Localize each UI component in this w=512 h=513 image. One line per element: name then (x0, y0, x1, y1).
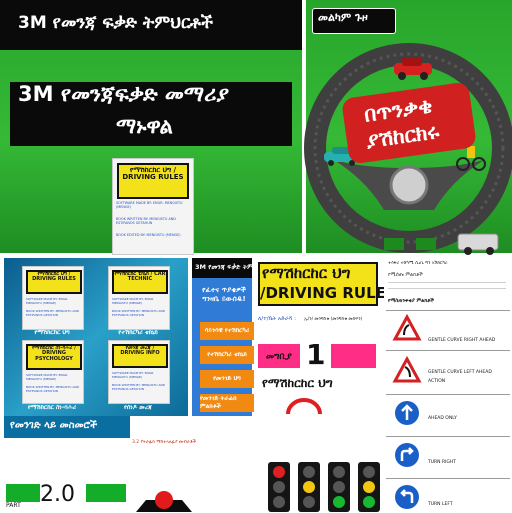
roundabout-icon (286, 398, 322, 415)
signs-divider (388, 282, 506, 283)
book-card-rules[interactable]: የማሽከርከር ህግ / DRIVING RULES SOFTWARE MADE… (22, 266, 84, 330)
curve-left-sign-icon (392, 355, 422, 383)
good-trip-text: መልካም ጉዞ (318, 11, 368, 24)
sign-label: TURN RIGHT (428, 460, 457, 465)
cover-header-text: 3M የመንጃ ፍቃድ ትምህርቶች (18, 13, 213, 33)
sign-label: GENTLE CURVE LEFT AHEAD (428, 370, 492, 375)
quiz-title: የፈተና ጥያቄዎች ግንዛቤ ይውሰዱ! (202, 286, 246, 304)
book-caption: የሰነዶ መረጃ (123, 404, 153, 411)
book-card-technic[interactable]: የማሽከርከር ቴክኒክ / CAR TECHNIC SOFTWARE MADE… (108, 266, 170, 330)
book-grid-panel[interactable]: የማሽከርከር ህግ / DRIVING RULES SOFTWARE MADE… (4, 258, 188, 416)
ahead-only-sign-icon (395, 401, 419, 425)
rule-subheading: ለ/ተ/ቤት አድራሻ : (258, 316, 296, 322)
signs-divider (388, 288, 506, 289)
book-caption: የማሽከርከር ህግ (34, 329, 70, 336)
book-card-line: BOOK WRITTEN BY: MENGISTU AND ESTIFANOS … (112, 309, 166, 317)
sign-action: ACTION (428, 379, 446, 384)
quiz-button-2[interactable]: የተሽከርካሪ ቴክኒክ (200, 346, 254, 364)
book-card-line: SOFTWARE MADE BY: ENGR. MENGISTU (MENGE) (26, 297, 69, 305)
traffic-lights-row-icon (268, 462, 380, 512)
part-green-block-right (86, 484, 126, 502)
road-lines-header (4, 416, 130, 438)
cover-card-line1: SOFTWARE MADE BY: ENGR. MENGISTU (MENGE) (116, 201, 183, 209)
part-green-block (6, 484, 40, 502)
rule-title-box (258, 262, 378, 306)
quiz-button-1[interactable]: ሳይንሳዊ የተሽከርካሪ (200, 322, 254, 340)
road-lines-panel[interactable]: የመንገድ ላይ መስመሮች 3.2 የትራፊክ ማስተላለፊያ መብራቶች P… (4, 416, 384, 512)
signs-top-line1: ተሳፋሪ ተሸካሚ ሲሆኑ ግን አሽከርካሪ (388, 261, 448, 266)
signs-section-title: የማስጠንቀቂያ ምልክቶች (388, 298, 434, 304)
quiz-button-3[interactable]: የመንገድ ህግ (200, 370, 254, 388)
quiz-header-text: 3M የመንጃ ፍቃድ ትምህርቶች (195, 263, 270, 271)
book-card-psychology[interactable]: የማሽከርከር ስነ-ባሕሪ / DRIVING PSYCHOLOGY SOFT… (22, 340, 84, 404)
cover-title-box (10, 82, 292, 146)
traffic-signs-panel[interactable]: ተሳፋሪ ተሸካሚ ሲሆኑ ግን አሽከርካሪ የሚሰጡ ምልክቶች የማስጠን… (384, 258, 512, 512)
traffic-light-icon (136, 491, 192, 512)
book-card-line: BOOK WRITTEN BY: MENGISTU AND ESTIFANOS … (26, 385, 80, 393)
steering-wheel-panel[interactable]: መልካም ጉዞ በጥንቃቄ ያሽከርክሩ (304, 0, 512, 255)
signs-top-line2: የሚሰጡ ምልክቶች (388, 272, 423, 278)
rule-title-line2: /DRIVING RULE (260, 284, 386, 302)
book-card-heading: የማሽከርከር ህግ / DRIVING RULES (26, 270, 82, 294)
turn-left-sign-icon (395, 485, 419, 509)
sign-label: TURN LEFT (428, 502, 453, 507)
rule-book-panel[interactable]: የማሽከርከር ህግ /DRIVING RULE ለ/ተ/ቤት አድራሻ : ኢ… (256, 258, 386, 416)
sign-row (386, 478, 510, 513)
cover-title-line2: ማኑዋል (116, 114, 173, 138)
road-lines-subtitle: 3.2 የትራፊክ ማስተላለፊያ መብራቶች (132, 440, 196, 445)
quiz-header-bar (192, 258, 252, 278)
cover-card-heading: የማሽከርከር ህግ / DRIVING RULES (117, 163, 189, 199)
book-card-line: SOFTWARE MADE BY: ENGR. MENGISTU (MENGE) (112, 297, 155, 305)
book-card-heading: የማሽከርከር ቴክኒክ / CAR TECHNIC (112, 270, 168, 294)
cover-rules-card[interactable]: የማሽከርከር ህግ / DRIVING RULES SOFTWARE MADE… (112, 158, 194, 255)
cover-title-line1: 3M የመንጃፍቃድ መማሪያ (18, 82, 230, 106)
good-trip-badge (312, 8, 396, 34)
sign-row (386, 394, 510, 433)
quiz-button-4[interactable]: የመንገድ ትራፊክ ምልክቶች (200, 394, 254, 412)
rule-footer: የማሽከርከር ህግ (262, 376, 333, 390)
turn-right-sign-icon (395, 443, 419, 467)
quiz-menu-panel[interactable]: 3M የመንጃ ፍቃድ ትምህርቶች የፈተና ጥያቄዎች ግንዛቤ ይውሰዱ!… (192, 258, 270, 416)
red-car-icon (394, 57, 432, 80)
cover-card-line2: BOOK WRITTEN BY: MENGISTU AND ESTIFANOS … (116, 217, 176, 225)
rule-author: ኢ/ን/ መንግስቱ (መንግስቱ መስፍን) (304, 317, 363, 322)
steering-wheel-icon (304, 43, 512, 253)
book-card-line: BOOK WRITTEN BY: MENGISTU AND ESTIFANOS … (26, 309, 80, 317)
cover-header-bar (0, 0, 302, 50)
sign-row (386, 436, 510, 475)
road-lines-header-text: የመንገድ ላይ መስመሮች (10, 420, 98, 431)
sign-label: GENTLE CURVE RIGHT AHEAD (428, 338, 496, 343)
sign-label: AHEAD ONLY (428, 416, 457, 421)
rule-title-line1: የማሽከርከር ህግ (262, 264, 351, 282)
rule-number: 1 (300, 338, 332, 371)
book-card-line: SOFTWARE MADE BY: ENGR. MENGISTU (MENGE) (112, 371, 155, 379)
manual-cover-panel[interactable]: 3M የመንጃ ፍቃድ ትምህርቶች 3M የመንጃፍቃድ መማሪያ ማኑዋል … (0, 0, 302, 255)
cyclist-icon (456, 146, 486, 171)
book-card-line: BOOK WRITTEN BY: MENGISTU AND ESTIFANOS … (112, 383, 166, 391)
book-caption: የማሽከርከር ስነ-ባሕሪ (27, 404, 77, 411)
rule-number-label: መግቢያ (266, 352, 292, 362)
curve-right-sign-icon (392, 313, 422, 341)
van-icon (457, 233, 499, 255)
part-number: 2.0 (40, 482, 75, 507)
sign-row (386, 310, 510, 349)
part-label: PART (6, 502, 21, 509)
sign-row (386, 350, 510, 389)
cover-card-line3: BOOK EDITED BY: MENGISTU (MENGE) (116, 233, 181, 237)
book-card-info[interactable]: የመንጃ መረጃ / DRIVING INFO SOFTWARE MADE BY… (108, 340, 170, 404)
book-card-heading: የማሽከርከር ስነ-ባሕሪ / DRIVING PSYCHOLOGY (26, 344, 82, 370)
book-caption: የተሽከርካሪ ቴክኒክ (118, 329, 158, 336)
book-card-line: SOFTWARE MADE BY: ENGR. MENGISTU (MENGE) (26, 373, 69, 381)
book-card-heading: የመንጃ መረጃ / DRIVING INFO (112, 344, 168, 368)
